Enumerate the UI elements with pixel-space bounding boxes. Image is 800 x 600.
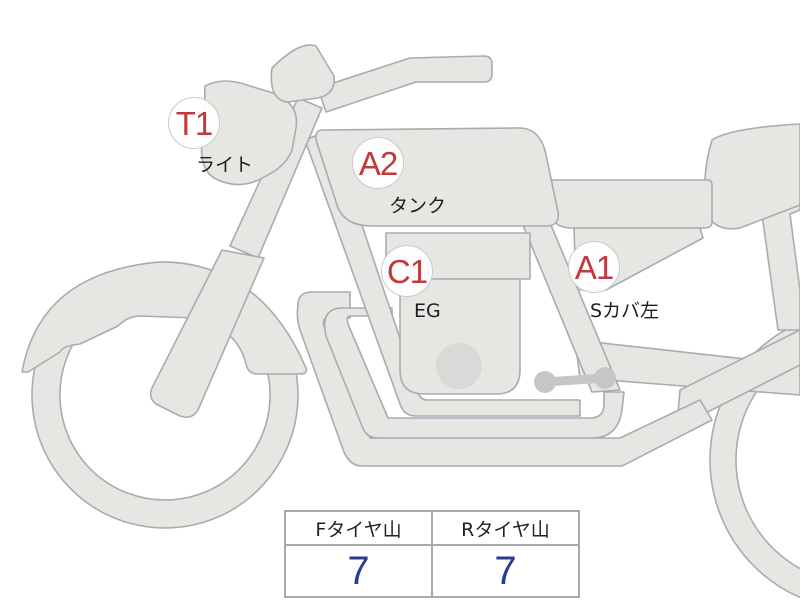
engine-cover-circle xyxy=(436,343,482,389)
front-tire-header: Fタイヤ山 xyxy=(284,510,433,546)
front-tire-value[interactable]: 7 xyxy=(284,544,433,598)
marker-badge-t1[interactable]: T1 xyxy=(168,97,220,149)
engine-block xyxy=(399,257,521,395)
front-fork-lower xyxy=(149,249,265,418)
marker-label-side-cover-left: Sカバ左 xyxy=(590,300,660,322)
handlebar xyxy=(317,55,493,113)
marker-badge-c1[interactable]: C1 xyxy=(381,245,433,297)
tire-table-header-row: Fタイヤ山 Rタイヤ山 xyxy=(284,510,580,546)
instrument-cluster xyxy=(270,44,335,103)
marker-label-engine: EG xyxy=(414,300,441,322)
tire-table-value-row: 7 7 xyxy=(284,544,580,598)
rear-tire-header: Rタイヤ山 xyxy=(431,510,580,546)
marker-badge-a2[interactable]: A2 xyxy=(352,137,404,189)
exhaust-pipe-inner xyxy=(323,307,625,439)
tire-tread-table: Fタイヤ山 Rタイヤ山 7 7 xyxy=(284,510,580,598)
marker-label-tank: タンク xyxy=(389,195,447,217)
rear-tire-value[interactable]: 7 xyxy=(431,544,580,598)
footpeg-knob-right xyxy=(594,367,616,389)
footpeg-knob-left xyxy=(534,371,556,393)
rear-frame-tube xyxy=(759,179,800,331)
seat xyxy=(539,179,713,229)
marker-label-light: ライト xyxy=(196,154,254,176)
headlight xyxy=(200,80,298,186)
marker-badge-a1[interactable]: A1 xyxy=(568,241,620,293)
